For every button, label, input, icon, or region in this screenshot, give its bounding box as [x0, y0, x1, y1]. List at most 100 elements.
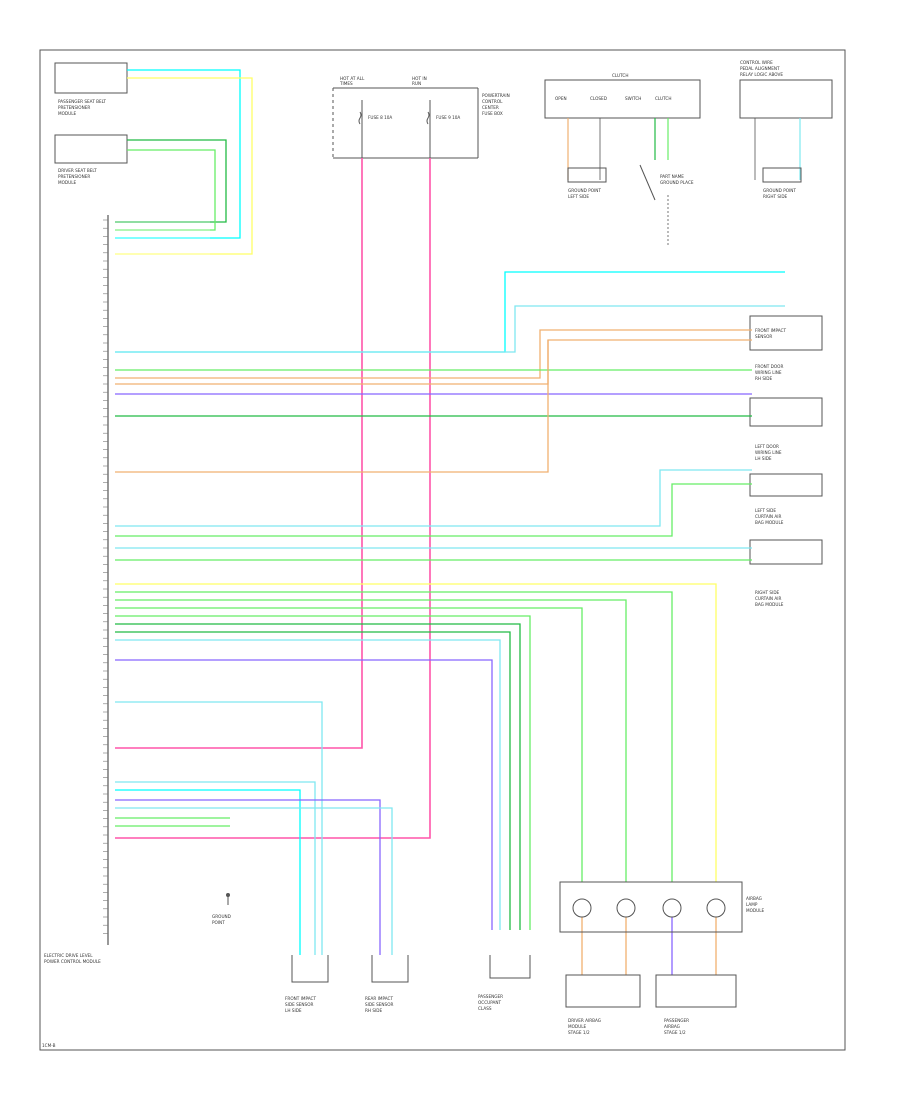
svg-text:DRIVER SEAT BELT: DRIVER SEAT BELT	[58, 168, 97, 173]
svg-text:SIDE SENSOR: SIDE SENSOR	[285, 1002, 313, 1007]
svg-text:WIRING LINE: WIRING LINE	[755, 450, 782, 455]
svg-text:STAGE 1/2: STAGE 1/2	[664, 1030, 686, 1035]
wire-pink-10	[115, 158, 431, 839]
svg-text:MODULE: MODULE	[58, 111, 77, 116]
svg-text:MODULE: MODULE	[746, 908, 765, 913]
svg-text:SIDE SENSOR: SIDE SENSOR	[365, 1002, 393, 1007]
bottom-sensor-1: FRONT IMPACT SIDE SENSOR LH SIDE	[285, 955, 329, 1013]
svg-text:RELAY LOGIC ABOVE: RELAY LOGIC ABOVE	[740, 72, 783, 77]
svg-text:LEFT DOOR: LEFT DOOR	[755, 444, 779, 449]
driver-belt-label: DRIVER SEAT BELT PRETENSIONER MODULE	[58, 168, 97, 185]
passenger-belt-label: PASSENGER SEAT BELT PRETENSIONER MODULE	[58, 99, 106, 116]
svg-text:OPEN: OPEN	[555, 96, 567, 101]
fuse-box: HOT AT ALL TIMES HOT IN RUN POWERTRAIN C…	[332, 76, 510, 159]
wire-lt_blue-30	[115, 639, 501, 930]
driver-belt-connector	[54, 134, 128, 164]
right-module-1: FRONT IMPACT SENSOR	[749, 315, 823, 351]
svg-text:WIRING LINE: WIRING LINE	[755, 370, 782, 375]
svg-text:LAMP: LAMP	[746, 902, 758, 907]
svg-text:RIGHT SIDE: RIGHT SIDE	[763, 194, 788, 199]
wire-lt_blue-36	[115, 807, 393, 955]
svg-text:POWER CONTROL MODULE: POWER CONTROL MODULE	[44, 959, 101, 964]
svg-text:CLASS: CLASS	[478, 1006, 492, 1011]
svg-text:CONTROL: CONTROL	[482, 99, 503, 104]
ground-point-bottom: GROUND POINT	[212, 893, 231, 925]
svg-text:FUSE 8 10A: FUSE 8 10A	[368, 115, 392, 120]
svg-text:RUN: RUN	[412, 81, 421, 86]
svg-text:SWITCH: SWITCH	[625, 96, 641, 101]
svg-text:PRETENSIONER: PRETENSIONER	[58, 174, 90, 179]
svg-text:BAG MODULE: BAG MODULE	[755, 520, 784, 525]
svg-text:CURTAIN AIR: CURTAIN AIR	[755, 596, 781, 601]
svg-text:POWERTRAIN: POWERTRAIN	[482, 93, 510, 98]
wire-yellow-23	[115, 583, 717, 882]
svg-text:STAGE 1/2: STAGE 1/2	[568, 1030, 590, 1035]
diagram-frame	[39, 49, 846, 1051]
svg-text:DRIVER AIRBAG: DRIVER AIRBAG	[568, 1018, 601, 1023]
module-pin-ticks	[103, 219, 108, 934]
wire-tan-13	[115, 329, 752, 379]
svg-text:FUSE 9 10A: FUSE 9 10A	[436, 115, 460, 120]
wire-lt_green-4	[127, 149, 216, 231]
wire-lt_green-27	[115, 615, 531, 930]
footer-code: 1CM-B	[42, 1043, 56, 1048]
svg-text:CONTROL WIRE: CONTROL WIRE	[740, 60, 773, 65]
passenger-belt-connector	[54, 62, 128, 94]
bottom-sensor-2: REAR IMPACT SIDE SENSOR RH SIDE	[365, 955, 409, 1013]
wire-lt_green-20	[115, 483, 752, 537]
rear-system-module: CONTROL WIRE PEDAL ALIGNMENT RELAY LOGIC…	[739, 60, 833, 199]
wire-yellow-2	[127, 77, 253, 255]
bottom-sensor-3: PASSENGER OCCUPANT CLASS	[478, 955, 531, 1011]
svg-text:FRONT DOOR: FRONT DOOR	[755, 364, 783, 369]
svg-text:PEDAL ALIGNMENT: PEDAL ALIGNMENT	[740, 66, 780, 71]
svg-text:MODULE: MODULE	[568, 1024, 587, 1029]
svg-text:PASSENGER: PASSENGER	[664, 1018, 689, 1023]
svg-text:PASSENGER SEAT BELT: PASSENGER SEAT BELT	[58, 99, 106, 104]
svg-text:OCCUPANT: OCCUPANT	[478, 1000, 501, 1005]
svg-text:MODULE: MODULE	[58, 180, 77, 185]
wire-pink-9	[115, 158, 363, 749]
svg-text:CENTER: CENTER	[482, 105, 499, 110]
svg-text:CURTAIN AIR: CURTAIN AIR	[755, 514, 781, 519]
svg-text:AIRBAG: AIRBAG	[746, 896, 762, 901]
svg-text:PASSENGER: PASSENGER	[478, 994, 503, 999]
svg-text:RH SIDE: RH SIDE	[755, 376, 773, 381]
wire-harness	[115, 69, 785, 975]
svg-text:HOT IN: HOT IN	[412, 76, 427, 81]
airbag-lamp-module: AIRBAG LAMP MODULE	[559, 881, 765, 933]
svg-text:RIGHT SIDE: RIGHT SIDE	[755, 590, 780, 595]
svg-text:LH SIDE: LH SIDE	[755, 456, 772, 461]
right-module-2: FRONT DOOR WIRING LINE RH SIDE	[749, 364, 823, 427]
right-module-3: LEFT DOOR WIRING LINE LH SIDE	[749, 444, 823, 497]
svg-text:TIMES: TIMES	[339, 81, 353, 86]
svg-text:FRONT IMPACT: FRONT IMPACT	[755, 328, 786, 333]
svg-text:LH SIDE: LH SIDE	[285, 1008, 302, 1013]
svg-text:LEFT SIDE: LEFT SIDE	[568, 194, 589, 199]
wire-cyan-34	[115, 789, 301, 955]
wire-lt_blue-19	[115, 469, 752, 527]
wire-lt_green-25	[115, 599, 627, 882]
wire-lt_blue-33	[115, 781, 316, 955]
main-module-label: ELECTRIC DRIVE LEVEL POWER CONTROL MODUL…	[44, 953, 101, 964]
svg-text:PRETENSIONER: PRETENSIONER	[58, 105, 90, 110]
right-module-4: LEFT SIDE CURTAIN AIR BAG MODULE	[749, 508, 823, 565]
svg-text:CLUTCH: CLUTCH	[612, 73, 629, 78]
clutch-switch-module: CLUTCH OPEN CLOSED SWITCH CLUTCH GROUND …	[544, 73, 701, 199]
svg-text:GROUND: GROUND	[212, 914, 231, 919]
clutch-relay-diagonal: PART NAME GROUND PLACE	[639, 164, 694, 245]
svg-text:POINT: POINT	[212, 920, 225, 925]
svg-text:CLUTCH: CLUTCH	[655, 96, 672, 101]
wire-green-3	[127, 139, 227, 223]
svg-text:ELECTRIC DRIVE LEVEL: ELECTRIC DRIVE LEVEL	[44, 953, 93, 958]
wire-green-29	[115, 631, 511, 930]
wire-green-28	[115, 623, 521, 930]
svg-text:GROUND PLACE: GROUND PLACE	[660, 180, 694, 185]
svg-text:AIRBAG: AIRBAG	[664, 1024, 680, 1029]
right-module-5: RIGHT SIDE CURTAIN AIR BAG MODULE	[755, 590, 784, 607]
svg-text:SENSOR: SENSOR	[755, 334, 772, 339]
wire-lt_green-26	[115, 607, 583, 882]
wire-lt_blue-32	[115, 701, 323, 955]
svg-text:RH SIDE: RH SIDE	[365, 1008, 383, 1013]
svg-text:HOT AT ALL: HOT AT ALL	[340, 76, 365, 81]
svg-text:BAG MODULE: BAG MODULE	[755, 602, 784, 607]
